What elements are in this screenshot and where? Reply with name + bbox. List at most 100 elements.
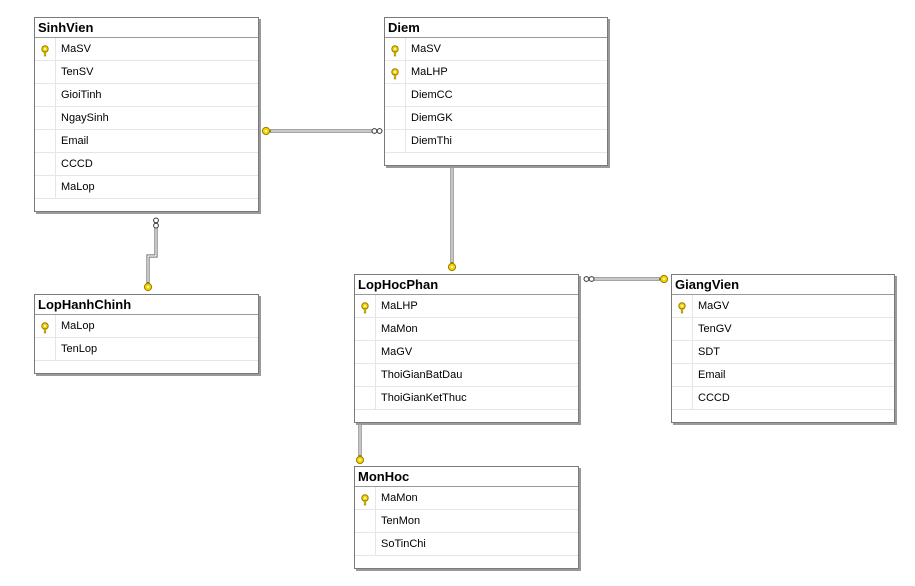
many-end-icon (371, 128, 383, 134)
row-selector (355, 487, 376, 509)
column-row[interactable]: MaLop (35, 176, 258, 199)
table-footer (672, 410, 894, 422)
column-name: SDT (698, 346, 720, 358)
column-row[interactable]: TenLop (35, 338, 258, 361)
many-end-icon (583, 276, 595, 282)
column-row[interactable]: MaMon (355, 487, 578, 510)
primary-key-icon (40, 320, 50, 342)
column-name: TenMon (381, 515, 421, 527)
column-row[interactable]: GioiTinh (35, 84, 258, 107)
column-name: Email (698, 369, 726, 381)
row-selector (385, 107, 406, 129)
column-name: MaLop (61, 320, 95, 332)
column-row[interactable]: TenGV (672, 318, 894, 341)
one-end-key-icon (355, 455, 365, 465)
row-selector (35, 338, 56, 360)
column-name: TenGV (698, 323, 732, 335)
column-name: MaGV (381, 346, 413, 358)
column-row[interactable]: ThoiGianBatDau (355, 364, 578, 387)
row-selector (385, 84, 406, 106)
column-row[interactable]: TenMon (355, 510, 578, 533)
row-selector (672, 318, 693, 340)
table-footer (35, 199, 258, 211)
row-selector (35, 130, 56, 152)
row-selector (355, 341, 376, 363)
column-row[interactable]: NgaySinh (35, 107, 258, 130)
row-selector (672, 341, 693, 363)
row-selector (35, 61, 56, 83)
column-row[interactable]: MaLHP (385, 61, 607, 84)
primary-key-icon (360, 492, 370, 514)
column-row[interactable]: DiemCC (385, 84, 607, 107)
column-name: NgaySinh (61, 112, 109, 124)
table-title[interactable]: LopHanhChinh (35, 295, 258, 315)
many-end-icon (153, 217, 159, 229)
column-row[interactable]: SDT (672, 341, 894, 364)
one-end-key-icon (143, 282, 153, 292)
column-row[interactable]: MaLHP (355, 295, 578, 318)
table-title[interactable]: SinhVien (35, 18, 258, 38)
table-title[interactable]: MonHoc (355, 467, 578, 487)
one-end-key-icon (447, 262, 457, 272)
column-row[interactable]: MaMon (355, 318, 578, 341)
primary-key-icon (390, 43, 400, 65)
column-name: TenSV (61, 66, 94, 78)
column-row[interactable]: ThoiGianKetThuc (355, 387, 578, 410)
column-row[interactable]: MaSV (35, 38, 258, 61)
column-row[interactable]: MaLop (35, 315, 258, 338)
column-row[interactable]: CCCD (672, 387, 894, 410)
table-title[interactable]: LopHocPhan (355, 275, 578, 295)
table-footer (355, 556, 578, 568)
column-row[interactable]: MaGV (355, 341, 578, 364)
row-selector (35, 315, 56, 337)
column-name: MaSV (411, 43, 441, 55)
column-row[interactable]: Email (35, 130, 258, 153)
column-row[interactable]: MaSV (385, 38, 607, 61)
column-name: MaMon (381, 492, 418, 504)
column-row[interactable]: DiemThi (385, 130, 607, 153)
column-name: MaGV (698, 300, 730, 312)
row-selector (385, 130, 406, 152)
primary-key-icon (390, 66, 400, 88)
column-row[interactable]: CCCD (35, 153, 258, 176)
table-title[interactable]: Diem (385, 18, 607, 38)
column-name: MaLHP (411, 66, 448, 78)
row-selector (355, 387, 376, 409)
column-name: ThoiGianBatDau (381, 369, 463, 381)
column-name: CCCD (61, 158, 93, 170)
row-selector (355, 533, 376, 555)
column-name: MaMon (381, 323, 418, 335)
column-name: CCCD (698, 392, 730, 404)
row-selector (385, 61, 406, 83)
column-name: TenLop (61, 343, 98, 355)
one-end-key-icon (261, 126, 271, 136)
column-name: MaLHP (381, 300, 418, 312)
column-row[interactable]: TenSV (35, 61, 258, 84)
table-title[interactable]: GiangVien (672, 275, 894, 295)
one-end-key-icon (659, 274, 669, 284)
column-row[interactable]: SoTinChi (355, 533, 578, 556)
row-selector (672, 387, 693, 409)
relationship-sinhvien-lophanhchinh (146, 228, 158, 285)
row-selector (35, 38, 56, 60)
row-selector (35, 84, 56, 106)
primary-key-icon (360, 300, 370, 322)
primary-key-icon (677, 300, 687, 322)
column-name: MaSV (61, 43, 91, 55)
column-row[interactable]: DiemGK (385, 107, 607, 130)
column-row[interactable]: MaGV (672, 295, 894, 318)
row-selector (672, 364, 693, 386)
column-row[interactable]: Email (672, 364, 894, 387)
